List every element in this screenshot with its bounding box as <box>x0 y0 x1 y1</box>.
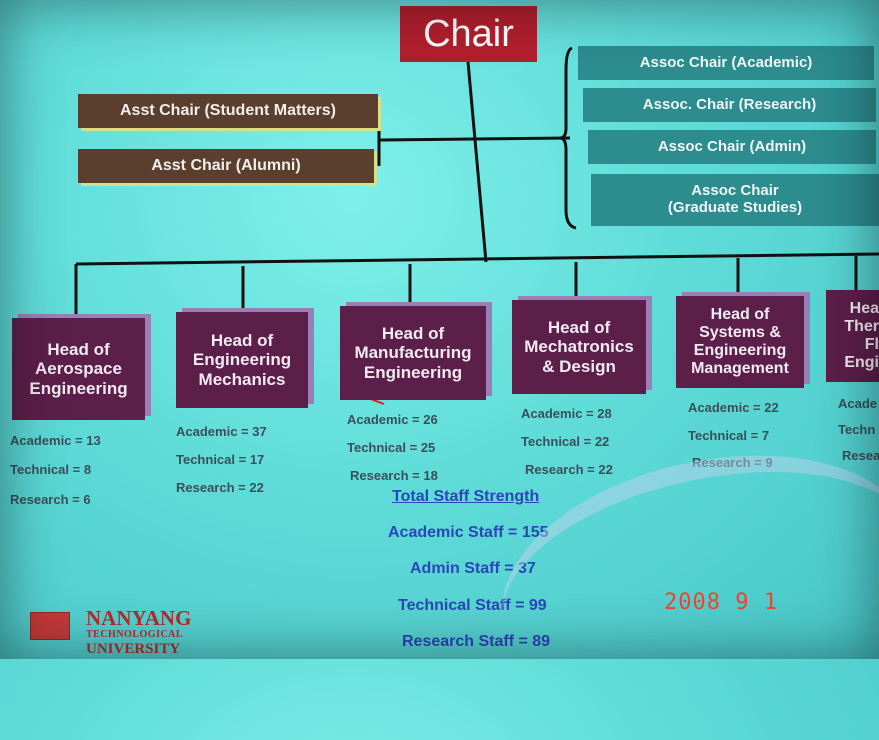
ntu-crest-icon <box>30 612 70 640</box>
head-line: Mechanics <box>198 369 286 389</box>
head-line: Head of <box>381 324 445 344</box>
head-line: Engineering <box>363 362 463 382</box>
head-line: Head of <box>210 331 274 351</box>
total-academic: Academic Staff = 155 <box>388 524 549 541</box>
head-mechatronics-box: Head of Mechatronics & Design <box>512 300 646 394</box>
head-line: Head of <box>547 318 611 338</box>
stat-research: Research = 9 <box>692 455 773 470</box>
head-line: Systems & <box>699 324 781 342</box>
chair-box: Chair <box>400 6 537 62</box>
stat-academic: Acade <box>838 396 878 411</box>
assoc-chair-research: Assoc. Chair (Research) <box>583 88 876 122</box>
head-line: & Design <box>542 356 616 376</box>
head-line: Mechatronics <box>524 337 634 357</box>
stat-academic: Academic = 13 <box>10 433 101 448</box>
asst-chair-student-matters: Asst Chair (Student Matters) <box>78 94 378 128</box>
total-technical: Technical Staff = 99 <box>398 597 547 614</box>
head-thermal-fluids-box: Hea Ther Fl Engi <box>826 290 879 382</box>
stat-academic: Academic = 28 <box>521 406 612 421</box>
assoc-chair-graduate-line2: (Graduate Studies) <box>667 199 803 216</box>
stat-research: Research = 22 <box>176 480 264 495</box>
head-systems-box: Head of Systems & Engineering Management <box>676 296 804 388</box>
head-aerospace-box: Head of Aerospace Engineering <box>12 318 145 420</box>
total-staff-title: Total Staff Strength <box>392 488 540 505</box>
head-line: Head of <box>710 306 770 324</box>
stat-technical: Technical = 22 <box>521 434 610 449</box>
assoc-chair-graduate-studies: Assoc Chair (Graduate Studies) <box>591 174 879 226</box>
stat-academic: Academic = 22 <box>688 400 779 415</box>
stat-technical: Technical = 25 <box>347 440 436 455</box>
head-line: Management <box>691 359 789 377</box>
ntu-logo: NANYANG TECHNOLOGICAL UNIVERSITY <box>30 606 220 659</box>
asst-chair-alumni: Asst Chair (Alumni) <box>78 149 374 183</box>
head-engineering-mechanics-box: Head of Engineering Mechanics <box>176 312 308 408</box>
total-admin: Admin Staff = 37 <box>410 560 536 577</box>
head-line: Engineering <box>693 342 787 359</box>
stat-technical: Technical = 17 <box>176 452 265 467</box>
stat-research: Research = 22 <box>525 462 613 477</box>
logo-line: UNIVERSITY <box>86 641 181 657</box>
stat-academic: Academic = 37 <box>176 424 267 439</box>
assoc-chair-admin: Assoc Chair (Admin) <box>588 130 876 164</box>
head-line: Engineering <box>29 378 128 398</box>
head-line: Engineering <box>192 350 292 370</box>
head-line: Manufacturing <box>354 343 472 363</box>
photo-date-stamp: 2008 9 1 <box>664 590 778 615</box>
stat-research: Research = 6 <box>10 492 91 507</box>
head-line: Hea <box>849 300 879 318</box>
stat-technical: Technical = 7 <box>688 428 770 443</box>
assoc-chair-academic: Assoc Chair (Academic) <box>578 46 874 80</box>
stat-research: Resea <box>842 448 879 463</box>
head-manufacturing-box: Head of Manufacturing Engineering <box>340 306 486 400</box>
stat-technical: Techn <box>838 422 876 437</box>
stat-academic: Academic = 26 <box>347 412 438 427</box>
head-line: Head of <box>47 340 110 360</box>
stat-technical: Technical = 8 <box>10 462 92 477</box>
head-line: Ther <box>844 318 879 336</box>
logo-line: NANYANG <box>86 606 192 630</box>
assoc-chair-graduate-line1: Assoc Chair <box>691 182 779 200</box>
head-line: Engi <box>844 353 879 371</box>
total-research: Research Staff = 89 <box>402 633 551 650</box>
stat-research: Research = 18 <box>350 468 438 483</box>
head-line: Fl <box>864 336 879 353</box>
logo-line: TECHNOLOGICAL <box>86 629 184 640</box>
org-chart-slide: Chair Asst Chair (Student Matters) Asst … <box>10 6 879 740</box>
head-line: Aerospace <box>35 359 122 379</box>
